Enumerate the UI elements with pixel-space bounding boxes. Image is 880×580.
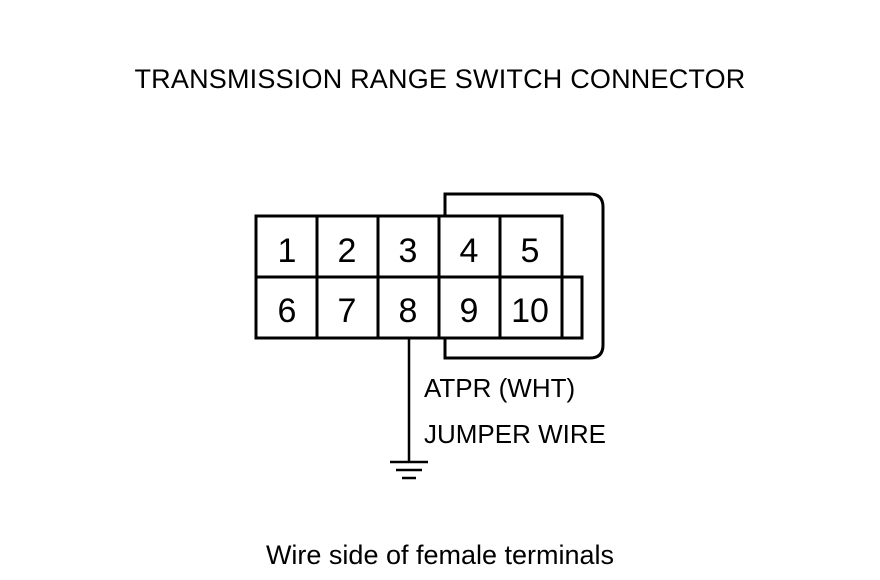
terminal-10-label: 10 (511, 292, 549, 330)
diagram-title: TRANSMISSION RANGE SWITCH CONNECTOR (134, 64, 746, 94)
terminal-5-label: 5 (521, 232, 540, 270)
terminal-6-label: 6 (278, 292, 297, 330)
terminal-3-label: 3 (399, 232, 418, 270)
jumper-wire-label: JUMPER WIRE (424, 419, 606, 449)
terminal-7-label: 7 (338, 292, 357, 330)
terminal-1-label: 1 (278, 232, 297, 270)
connector-side-tab (560, 275, 584, 340)
terminal-labels-row1: 1 2 3 4 5 (278, 232, 540, 270)
terminal-4-label: 4 (460, 232, 479, 270)
terminal-9-label: 9 (460, 292, 479, 330)
terminal-8-label: 8 (399, 292, 418, 330)
wire-color-label: ATPR (WHT) (424, 373, 575, 403)
connector-latch-outline (443, 192, 605, 360)
terminal-2-label: 2 (338, 232, 357, 270)
terminal-labels-row2: 6 7 8 9 10 (278, 292, 549, 330)
diagram-caption: Wire side of female terminals (265, 540, 615, 570)
connector-housing (254, 192, 605, 360)
ground-icon (390, 460, 428, 480)
